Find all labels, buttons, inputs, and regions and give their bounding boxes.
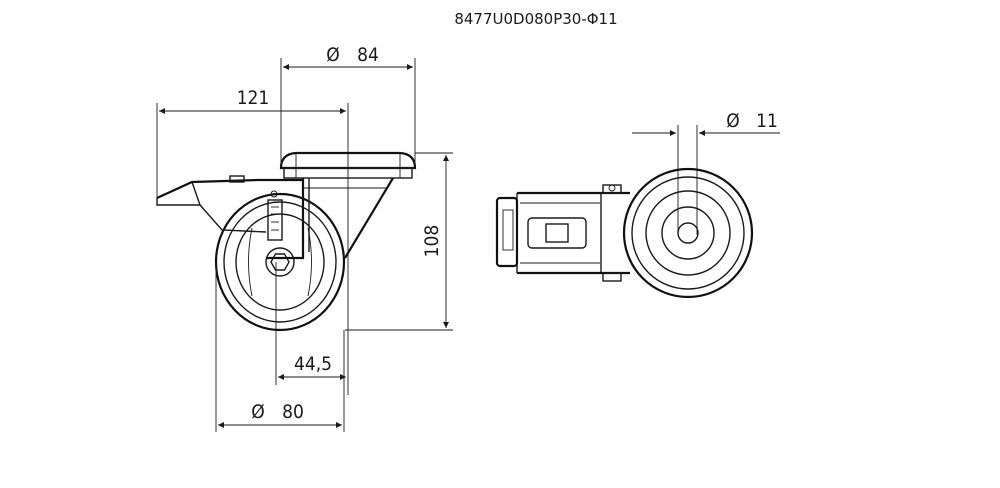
wheel-front xyxy=(622,167,754,299)
drawing-title: 8477U0D080P30-Φ11 xyxy=(454,10,617,28)
dim-offset: 44,5 xyxy=(294,353,332,375)
dim-bolt-hole-diameter: Ø 11 xyxy=(726,110,778,132)
dim-wheel-diameter: Ø 80 xyxy=(251,401,304,423)
svg-text:80: 80 xyxy=(282,401,304,423)
side-view xyxy=(156,151,417,332)
svg-text:Ø: Ø xyxy=(726,110,739,132)
svg-text:Ø: Ø xyxy=(326,44,339,66)
fork xyxy=(266,177,394,260)
front-view xyxy=(495,167,754,299)
brake-lever xyxy=(156,175,303,241)
svg-text:84: 84 xyxy=(357,44,379,66)
front-housing xyxy=(495,184,630,282)
dim-height: 108 xyxy=(421,225,443,258)
wheel-side xyxy=(214,192,346,332)
dimension-lines xyxy=(156,58,780,432)
svg-text:Ø: Ø xyxy=(251,401,264,423)
svg-text:11: 11 xyxy=(756,110,778,132)
dim-total-reach: 121 xyxy=(237,87,270,109)
dim-top-plate-diameter: Ø 84 xyxy=(326,44,379,66)
